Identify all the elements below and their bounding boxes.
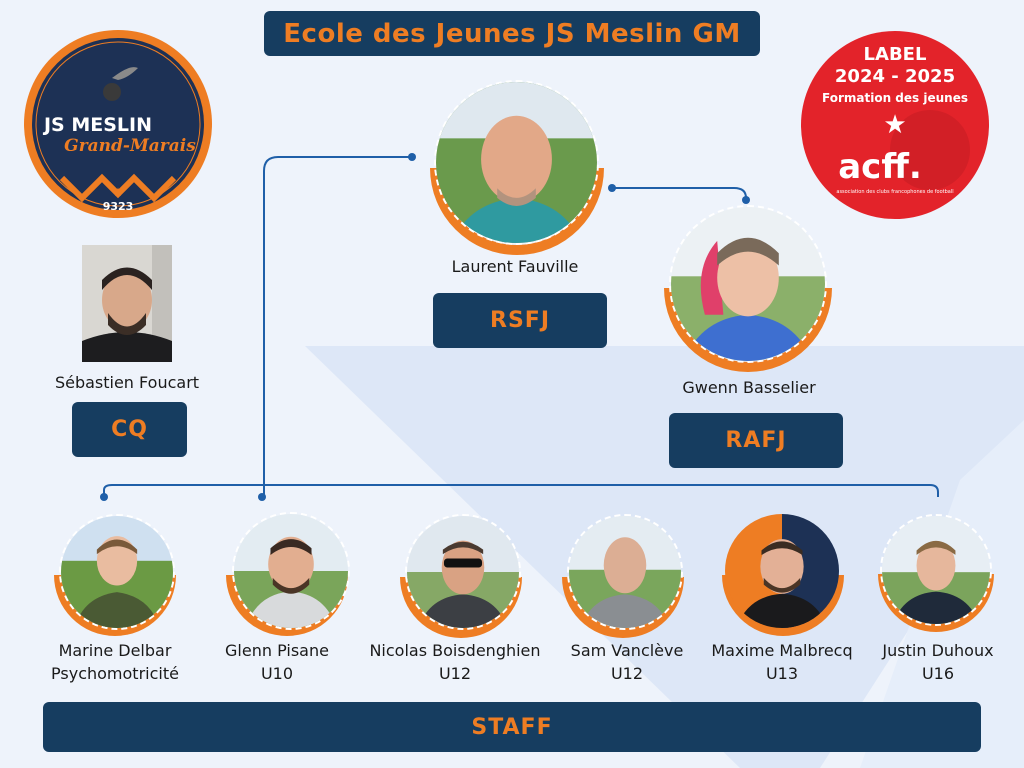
role-cq-box: CQ xyxy=(72,402,187,457)
ring-maxime-malbrecq xyxy=(722,575,844,636)
role-rsfj-box: RSFJ xyxy=(433,293,607,348)
role-rafj-box: RAFJ xyxy=(669,413,843,468)
name-glenn-pisane: Glenn Pisane xyxy=(225,641,329,660)
avatar-justin-duhoux xyxy=(880,514,992,626)
badge-label-text: LABEL xyxy=(864,44,927,65)
club-logo: JS MESLIN Grand-Marais 9323 ★ xyxy=(22,28,214,220)
avatar-marine-delbar xyxy=(59,514,175,630)
avatar-laurent-fauville xyxy=(434,80,599,245)
staff-label-box: STAFF xyxy=(43,702,981,752)
role-sam-vancleve: U12 xyxy=(610,664,644,683)
name-gwenn-basselier: Gwenn Basselier xyxy=(682,378,816,397)
svg-text:★: ★ xyxy=(883,110,906,140)
name-justin-duhoux: Justin Duhoux xyxy=(882,641,994,660)
avatar-sam-vancleve xyxy=(567,514,683,630)
club-logo-number: 9323 xyxy=(103,200,134,213)
svg-text:★: ★ xyxy=(113,185,124,199)
club-logo-name2: Grand-Marais xyxy=(64,136,196,156)
role-marine-delbar: Psychomotricité xyxy=(51,664,179,683)
avatar-gwenn-basselier xyxy=(669,205,827,363)
badge-season-text: 2024 - 2025 xyxy=(835,66,955,87)
name-nicolas-boisdenghien: Nicolas Boisdenghien xyxy=(369,641,541,660)
badge-formation-text: Formation des jeunes xyxy=(822,91,968,105)
role-justin-duhoux: U16 xyxy=(921,664,955,683)
role-glenn-pisane: U10 xyxy=(260,664,294,683)
ring-sam-vancleve xyxy=(562,577,684,638)
name-sam-vancleve: Sam Vanclève xyxy=(570,641,684,660)
name-maxime-malbrecq: Maxime Malbrecq xyxy=(711,641,853,660)
role-maxime-malbrecq: U13 xyxy=(765,664,799,683)
avatar-nicolas-boisdenghien xyxy=(405,514,521,630)
ring-nicolas-boisdenghien xyxy=(400,577,522,638)
name-laurent-fauville: Laurent Fauville xyxy=(451,257,579,276)
avatar-glenn-pisane xyxy=(232,512,350,630)
photo-sebastien-foucart xyxy=(82,245,172,362)
badge-brand-text: acff. xyxy=(838,147,922,187)
name-sebastien-foucart: Sébastien Foucart xyxy=(54,373,200,392)
avatar-maxime-malbrecq xyxy=(723,512,841,630)
badge-tagline-text: association des clubs francophones de fo… xyxy=(836,189,953,195)
label-badge: LABEL 2024 - 2025 Formation des jeunes ★… xyxy=(800,30,990,220)
page-title: Ecole des Jeunes JS Meslin GM xyxy=(264,11,760,56)
name-marine-delbar: Marine Delbar xyxy=(58,641,172,660)
role-nicolas-boisdenghien: U12 xyxy=(438,664,472,683)
club-logo-name1: JS MESLIN xyxy=(42,114,152,136)
